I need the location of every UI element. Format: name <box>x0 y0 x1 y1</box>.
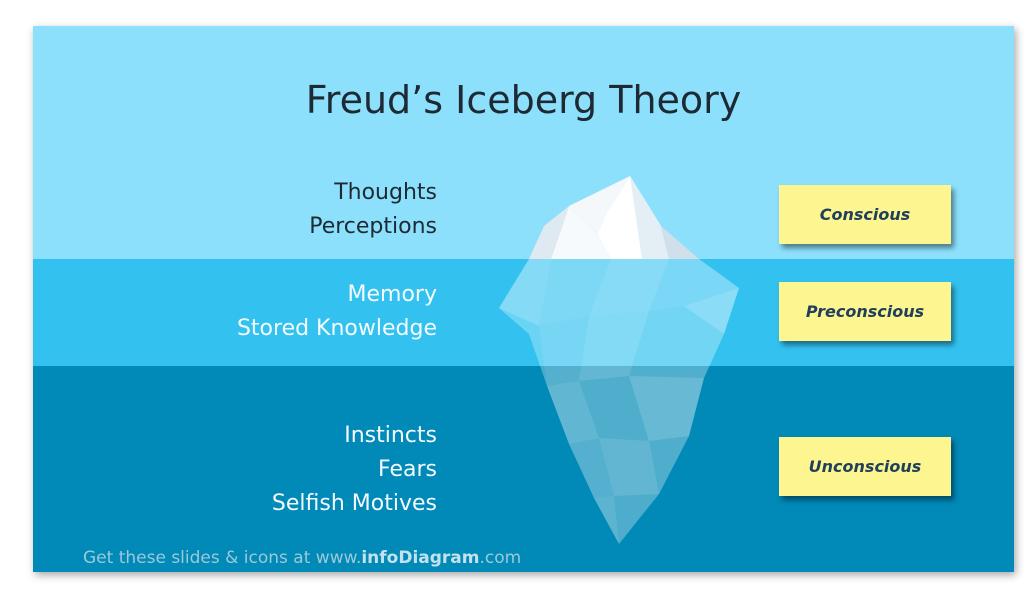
conscious-labels: Thoughts Perceptions <box>309 176 437 244</box>
label-selfish-motives: Selfish Motives <box>271 491 437 516</box>
iceberg-tip <box>529 176 699 259</box>
sticky-note-conscious: Conscious <box>779 185 951 244</box>
footer-brand: infoDiagram <box>361 548 480 568</box>
label-instincts: Instincts <box>344 423 437 448</box>
label-memory: Memory <box>347 282 437 307</box>
footer-prefix: Get these slides & icons at www. <box>83 548 362 568</box>
footer-credit: Get these slides & icons at www.infoDiag… <box>83 548 521 568</box>
slide: Freud’s Iceberg Theory Thoughts Percepti… <box>33 26 1014 572</box>
label-stored-knowledge: Stored Knowledge <box>236 316 437 341</box>
label-perceptions: Perceptions <box>309 214 437 239</box>
label-fears: Fears <box>378 457 437 482</box>
unconscious-labels: Instincts Fears Selfish Motives <box>272 419 437 521</box>
label-thoughts: Thoughts <box>334 180 437 205</box>
sticky-note-unconscious: Unconscious <box>779 437 951 496</box>
slide-title: Freud’s Iceberg Theory <box>305 78 742 122</box>
footer-suffix: .com <box>479 548 522 568</box>
iceberg-illustration <box>499 176 739 544</box>
sticky-note-preconscious: Preconscious <box>779 282 951 341</box>
iceberg-body <box>499 259 739 544</box>
preconscious-labels: Memory Stored Knowledge <box>237 278 437 346</box>
